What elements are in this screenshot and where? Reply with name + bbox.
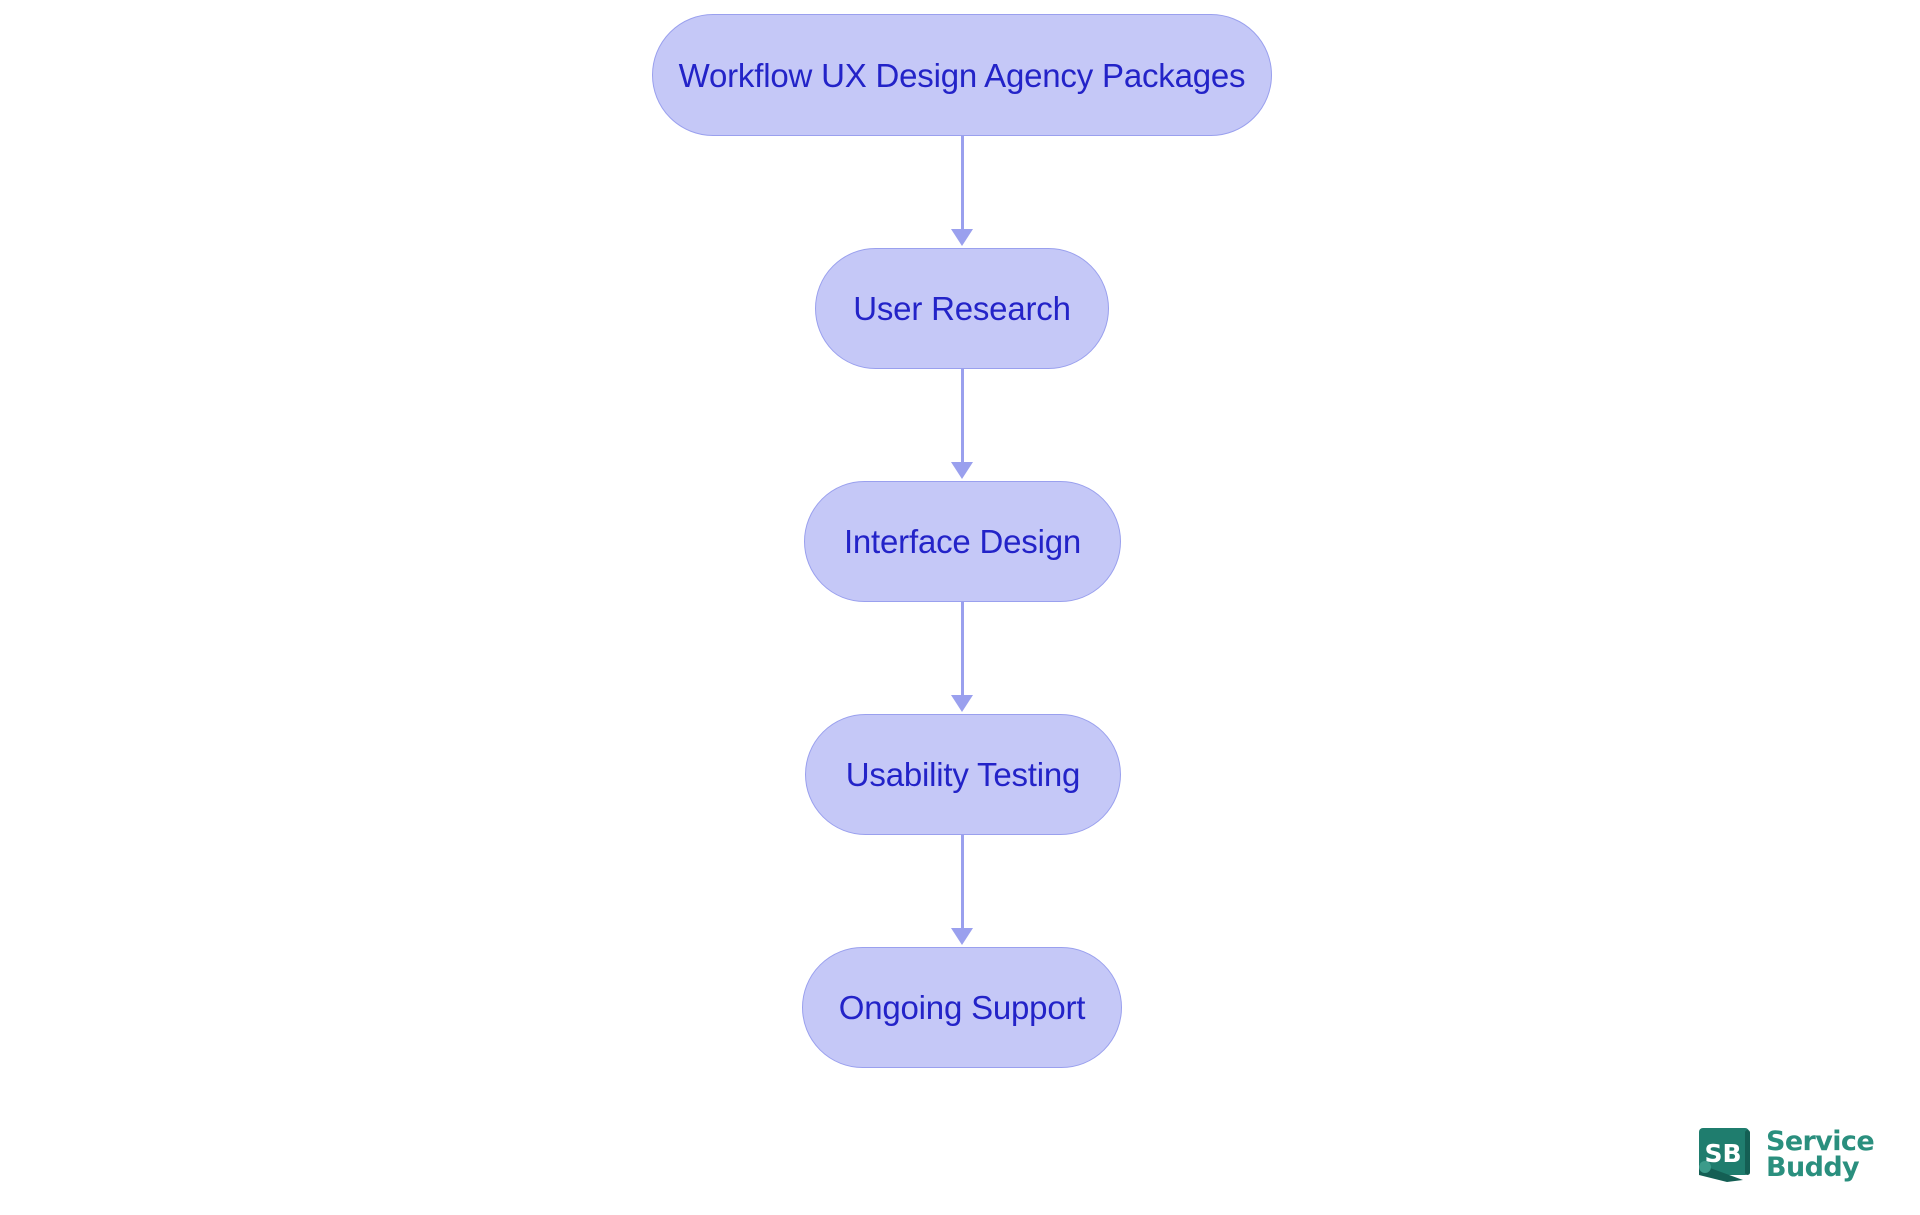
edge-arrowhead-user-research-to-interface-design [951, 462, 973, 479]
flow-node-interface-design-label: Interface Design [843, 523, 1082, 560]
flow-node-usability-testing[interactable]: Usability Testing [805, 714, 1121, 835]
brand-name-line-2: Buddy [1766, 1152, 1860, 1183]
edge-arrowhead-title-to-user-research [951, 229, 973, 246]
flow-node-title[interactable]: Workflow UX Design Agency Packages [652, 14, 1272, 136]
edge-line-interface-design-to-usability-testing [961, 602, 964, 696]
service-buddy-mark-icon: SB [1697, 1126, 1755, 1184]
edge-line-user-research-to-interface-design [961, 369, 964, 463]
edge-arrowhead-interface-design-to-usability-testing [951, 695, 973, 712]
service-buddy-wordmark: Service Buddy [1766, 1125, 1875, 1183]
flow-node-interface-design[interactable]: Interface Design [804, 481, 1121, 602]
flow-node-ongoing-support[interactable]: Ongoing Support [802, 947, 1122, 1068]
service-buddy-logo: SB Service Buddy [1697, 1125, 1875, 1184]
edge-arrowhead-usability-testing-to-ongoing-support [951, 928, 973, 945]
flow-node-user-research-label: User Research [853, 290, 1071, 327]
service-buddy-mark-text: SB [1704, 1139, 1741, 1168]
flow-node-usability-testing-label: Usability Testing [845, 756, 1081, 793]
brand-name-line-1: Service [1766, 1125, 1875, 1157]
flow-node-user-research[interactable]: User Research [815, 248, 1109, 369]
edge-line-title-to-user-research [961, 136, 964, 230]
flow-node-ongoing-support-label: Ongoing Support [838, 989, 1086, 1026]
edge-line-usability-testing-to-ongoing-support [961, 835, 964, 929]
flow-node-title-label: Workflow UX Design Agency Packages [678, 56, 1246, 94]
